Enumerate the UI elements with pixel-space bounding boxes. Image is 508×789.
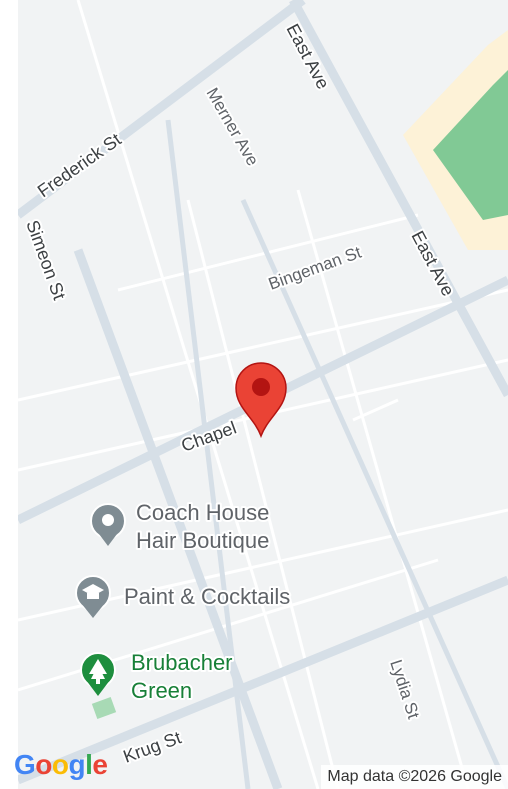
tree-icon bbox=[80, 652, 116, 696]
school-cap-icon bbox=[75, 575, 111, 618]
poi-label-coach-house-1: Coach House bbox=[136, 500, 269, 525]
poi-brubacher-green[interactable]: Brubacher Green bbox=[80, 648, 235, 705]
poi-label-brubacher-1: Brubacher bbox=[131, 650, 233, 675]
poi-label-coach-house-2: Hair Boutique bbox=[136, 528, 269, 553]
park-small bbox=[91, 697, 117, 719]
poi-paint-cocktails[interactable]: Paint & Cocktails bbox=[75, 575, 292, 618]
logo-letter-g1: G bbox=[14, 749, 36, 780]
poi-label-brubacher-2: Green bbox=[131, 678, 192, 703]
street-label-frederick: Frederick St bbox=[34, 129, 125, 201]
google-logo: Google bbox=[14, 749, 108, 781]
map-canvas[interactable]: Frederick St East Ave Merner Ave Bingema… bbox=[18, 0, 508, 789]
street-label-merner: Merner Ave bbox=[203, 85, 263, 170]
poi-label-paint-cocktails: Paint & Cocktails bbox=[124, 584, 290, 609]
street-label-east-ave-mid: East Ave bbox=[407, 227, 458, 299]
park-area bbox=[403, 30, 508, 250]
logo-letter-g2: g bbox=[68, 749, 86, 780]
logo-letter-o1: o bbox=[35, 749, 52, 780]
street-label-lydia: Lydia St bbox=[386, 657, 423, 721]
map-svg: Frederick St East Ave Merner Ave Bingema… bbox=[18, 0, 508, 789]
poi-coach-house[interactable]: Coach House Hair Boutique bbox=[90, 498, 271, 555]
logo-letter-e: e bbox=[92, 749, 108, 780]
logo-letter-o2: o bbox=[51, 749, 69, 780]
logo-letter-l: l bbox=[85, 749, 93, 780]
generic-poi-icon bbox=[90, 503, 126, 546]
map-pin-icon[interactable] bbox=[235, 362, 287, 439]
map-attribution[interactable]: Map data ©2026 Google bbox=[321, 765, 508, 789]
street-label-simeon: Simeon St bbox=[22, 218, 69, 303]
